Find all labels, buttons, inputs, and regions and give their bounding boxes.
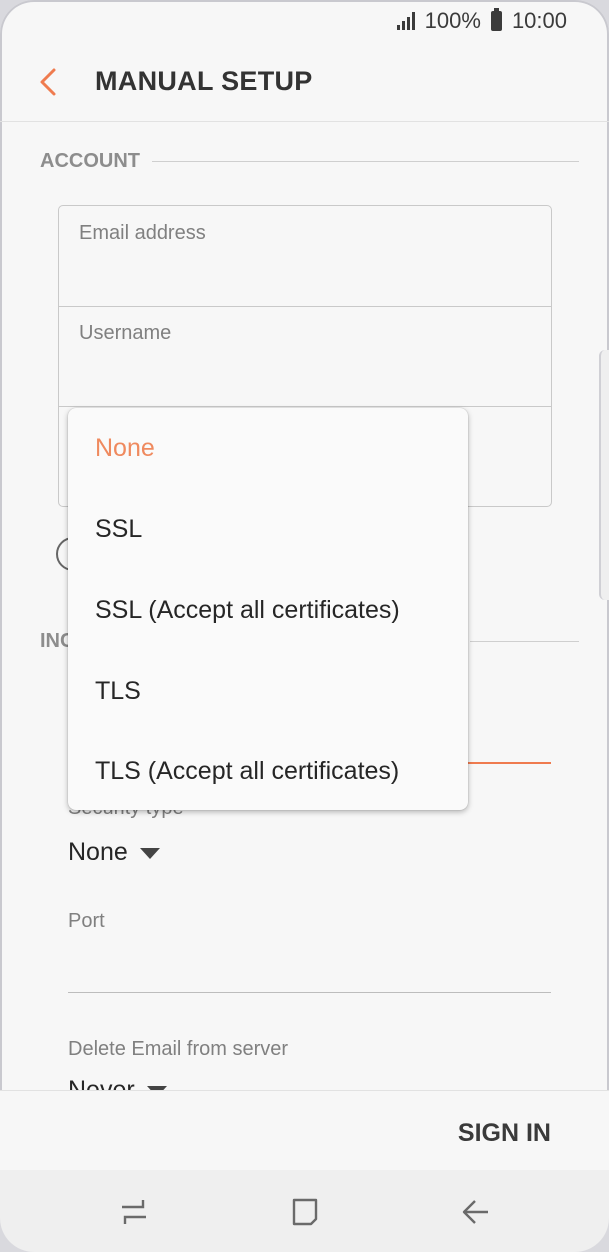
action-bar: SIGN IN (0, 1090, 609, 1171)
delete-email-value: Never (68, 1076, 135, 1090)
email-field-label: Email address (79, 222, 206, 244)
incoming-section-header: INC (40, 630, 75, 652)
section-divider (470, 641, 579, 642)
app-bar: MANUAL SETUP (0, 44, 609, 122)
dropdown-option-none[interactable]: None (95, 433, 155, 462)
account-section-label: ACCOUNT (40, 150, 140, 172)
back-nav-button[interactable] (455, 1192, 495, 1232)
clock: 10:00 (511, 8, 567, 33)
security-type-select[interactable]: None (68, 838, 160, 867)
chevron-left-icon (40, 68, 56, 96)
dropdown-option-ssl-accept-all[interactable]: SSL (Accept all certificates) (95, 595, 400, 624)
recent-apps-icon (122, 1200, 146, 1224)
dropdown-arrow-icon (146, 1086, 167, 1090)
dropdown-option-tls[interactable]: TLS (95, 676, 141, 705)
dropdown-option-tls-accept-all[interactable]: TLS (Accept all certificates) (95, 756, 400, 785)
account-section-header: ACCOUNT (40, 150, 579, 173)
email-field[interactable]: Email address (59, 206, 551, 307)
security-type-value: None (68, 838, 128, 866)
back-arrow-icon (462, 1200, 488, 1224)
port-input[interactable] (68, 992, 551, 993)
home-icon (292, 1198, 318, 1226)
status-bar: 100% 10:00 (0, 0, 609, 44)
security-type-dropdown: None SSL SSL (Accept all certificates) T… (68, 408, 468, 810)
dropdown-option-ssl[interactable]: SSL (95, 514, 143, 543)
back-button[interactable] (30, 62, 66, 102)
battery-percent: 100% (424, 8, 481, 33)
delete-email-label: Delete Email from server (68, 1038, 289, 1060)
sign-in-button[interactable]: SIGN IN (457, 1119, 551, 1147)
navigation-bar (0, 1170, 609, 1252)
port-label: Port (68, 910, 105, 932)
username-field-label: Username (79, 322, 172, 344)
battery-icon (490, 8, 502, 31)
section-divider (152, 161, 579, 162)
dropdown-arrow-icon (139, 848, 160, 859)
delete-email-select[interactable]: Never (68, 1070, 268, 1090)
page-title: MANUAL SETUP (95, 66, 313, 96)
recent-apps-button[interactable] (114, 1192, 154, 1232)
edge-panel-handle[interactable] (599, 350, 609, 600)
signal-icon (396, 12, 415, 30)
home-button[interactable] (285, 1192, 325, 1232)
username-field[interactable]: Username (59, 306, 551, 407)
